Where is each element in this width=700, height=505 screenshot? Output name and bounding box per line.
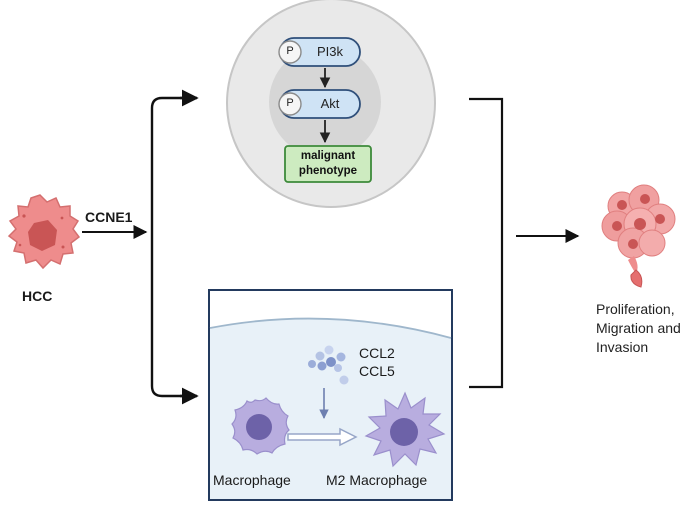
phenotype-line-2: phenotype <box>298 165 358 177</box>
phenotype-box <box>284 145 372 183</box>
phospho-label-1: P <box>286 45 294 57</box>
polarization-arrow <box>287 427 358 447</box>
ccne1-label: CCNE1 <box>85 209 133 225</box>
outcome-label: Proliferation, Migration and Invasion <box>596 300 681 357</box>
macrophage-icon <box>231 397 290 455</box>
pi3k-label: PI3k <box>316 44 343 59</box>
phospho-label-2: P <box>286 97 294 109</box>
hcc-cell-icon <box>7 194 81 270</box>
phospho-circle-2 <box>278 92 302 116</box>
branch-bracket <box>150 96 196 398</box>
chemokine-dots-icon <box>308 345 349 385</box>
outcome-line-2: Migration and <box>596 320 681 336</box>
phenotype-line-1: malignant <box>300 150 356 162</box>
merge-bracket <box>469 97 504 389</box>
outcome-line-3: Invasion <box>596 339 649 355</box>
phenotype-label: malignant phenotype <box>285 146 371 182</box>
ccl5-label: CCL5 <box>359 363 395 379</box>
phospho-circle-1 <box>278 40 302 64</box>
tumor-cluster-icon <box>601 184 676 288</box>
m2-macrophage-label: M2 Macrophage <box>326 472 428 488</box>
hcc-label: HCC <box>22 288 53 304</box>
macrophage-label: Macrophage <box>213 472 291 488</box>
m2-macrophage-icon <box>364 391 446 468</box>
akt-label: Akt <box>320 96 340 111</box>
immune-panel <box>208 289 453 501</box>
ccl2-label: CCL2 <box>359 345 395 361</box>
outcome-line-1: Proliferation, <box>596 301 675 317</box>
